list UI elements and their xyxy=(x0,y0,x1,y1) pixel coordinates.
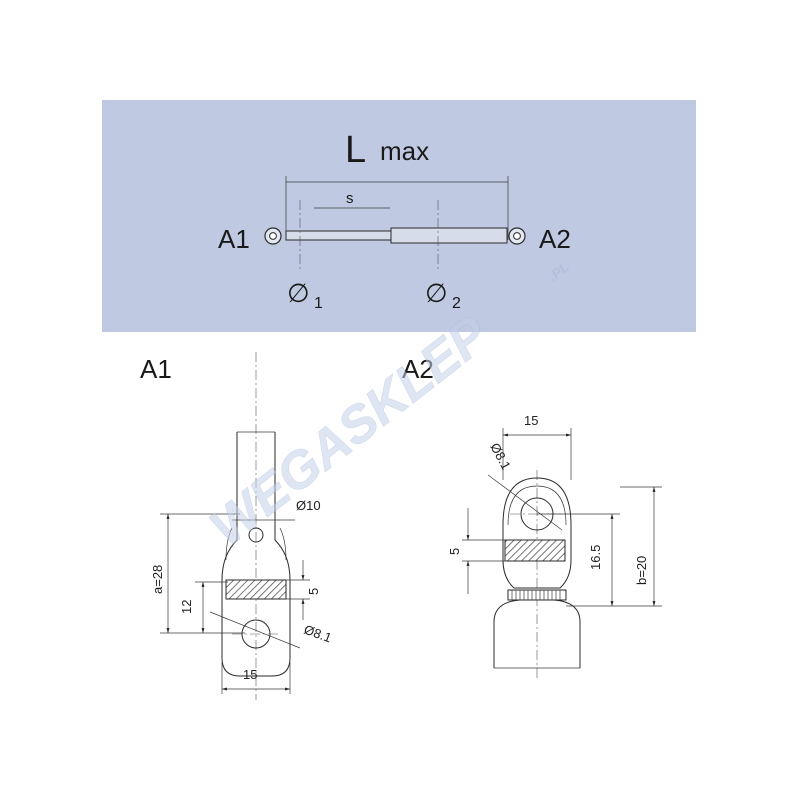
cylinder-body xyxy=(390,227,508,244)
a2-cylinder-end xyxy=(493,599,581,668)
a2-dim-hole: Ø8.1 xyxy=(487,440,513,472)
a2-dim-5: 5 xyxy=(447,548,462,555)
a1-hatched-section xyxy=(225,579,287,600)
a2-dim-b: b=20 xyxy=(634,556,649,585)
svg-text:WEGASKLEP: WEGASKLEP xyxy=(200,305,500,557)
a1-eye-outline xyxy=(221,512,291,677)
a1-dim-12: 12 xyxy=(179,600,194,614)
a2-eye-outline xyxy=(502,477,572,589)
diameter-2-symbol: ∅ xyxy=(425,278,448,308)
a1-small-hole xyxy=(248,527,264,543)
stroke-label: s xyxy=(346,190,354,207)
length-suffix: max xyxy=(380,136,429,166)
end-label-a1: A1 xyxy=(218,224,250,254)
a1-dim-width: 15 xyxy=(243,667,257,682)
overview-panel: L max s A1 A2 ∅ 1 ∅ 2 xyxy=(102,100,696,332)
a2-dim-width: 15 xyxy=(524,413,538,428)
detail-a1-title: A1 xyxy=(140,354,172,384)
diameter-2-sub: 2 xyxy=(452,295,461,312)
a2-dim-16: 16.5 xyxy=(588,545,603,570)
detail-a1-drawing: Ø10 a=28 12 5 Ø8.1 15 xyxy=(150,352,334,700)
a1-dim-hole: Ø8.1 xyxy=(302,622,334,646)
detail-a2-drawing: 15 Ø8.1 5 16.5 b=20 xyxy=(447,413,662,680)
piston-rod xyxy=(285,230,393,241)
a1-dim-rod: Ø10 xyxy=(296,498,321,513)
end-eye-left xyxy=(264,227,282,245)
end-label-a2: A2 xyxy=(539,224,571,254)
detail-a2-title: A2 xyxy=(402,354,434,384)
diameter-1-symbol: ∅ xyxy=(287,278,310,308)
a2-hatched-section xyxy=(504,539,566,562)
a2-knurled-collar xyxy=(507,589,567,601)
end-eye-right xyxy=(508,227,526,245)
overview-background xyxy=(102,100,696,332)
a1-dim-5: 5 xyxy=(306,588,321,595)
diameter-1-sub: 1 xyxy=(314,295,323,312)
length-label: L xyxy=(345,129,366,171)
a1-dim-a: a=28 xyxy=(150,565,165,594)
